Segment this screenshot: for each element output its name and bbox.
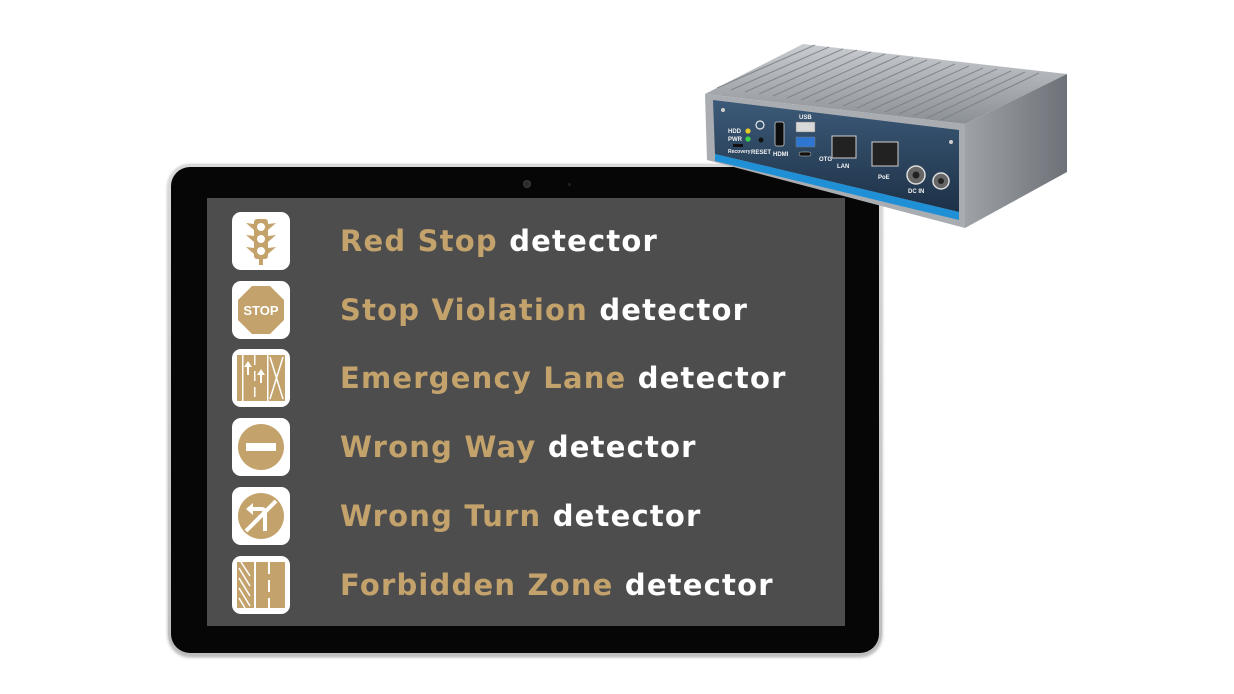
chassis-side <box>965 74 1067 228</box>
accent-strip <box>715 154 959 220</box>
detector-suffix: detector <box>637 361 787 395</box>
recovery-button[interactable] <box>733 144 743 147</box>
detector-suffix: detector <box>599 293 749 327</box>
detector-name: Emergency Lane <box>340 361 627 395</box>
otg-label: OTG <box>819 157 832 163</box>
detector-name: Red Stop <box>340 224 498 258</box>
heatsink-top <box>705 44 1067 124</box>
tablet-device: Red Stop detector STOP Stop Violation de… <box>168 164 882 656</box>
detector-label: Forbidden Zone detector <box>340 565 774 605</box>
detector-item-wrong-way: Wrong Way detector <box>232 418 832 476</box>
stop-sign-icon: STOP <box>232 281 290 339</box>
hdmi-label: HDMI <box>773 152 789 158</box>
detector-label: Stop Violation detector <box>340 290 748 330</box>
pwr-led <box>745 136 751 142</box>
camera-icon <box>523 180 531 188</box>
emergency-lane-icon <box>232 349 290 407</box>
forbidden-zone-icon <box>232 556 290 614</box>
detector-item-wrong-turn: Wrong Turn detector <box>232 487 832 545</box>
tablet-bezel: Red Stop detector STOP Stop Violation de… <box>171 167 879 653</box>
traffic-light-icon <box>232 212 290 270</box>
otg-port[interactable] <box>798 151 812 157</box>
detector-label: Emergency Lane detector <box>340 358 787 398</box>
detector-name: Stop Violation <box>340 293 589 327</box>
detector-suffix: detector <box>552 499 702 533</box>
usb-port-bottom[interactable] <box>795 136 816 148</box>
detector-label: Wrong Turn detector <box>340 496 702 536</box>
poe-label: PoE <box>878 175 890 181</box>
usb-port-top[interactable] <box>795 121 816 133</box>
detector-name: Wrong Turn <box>340 499 542 533</box>
detector-label: Wrong Way detector <box>340 427 697 467</box>
reset-label: RESET <box>751 150 771 156</box>
poe-port[interactable] <box>871 141 899 167</box>
hdd-led <box>745 128 751 134</box>
detector-suffix: detector <box>509 224 659 258</box>
detector-name: Forbidden Zone <box>340 568 614 602</box>
detector-suffix: detector <box>547 430 697 464</box>
reset-button[interactable] <box>758 137 764 143</box>
detector-item-red-stop: Red Stop detector <box>232 212 832 270</box>
light-sensor <box>568 183 571 186</box>
hdmi-port[interactable] <box>774 121 785 147</box>
recovery-label: Recovery <box>728 149 751 155</box>
detector-item-emergency-lane: Emergency Lane detector <box>232 349 832 407</box>
hdd-label: HDD <box>728 129 742 135</box>
no-turn-icon <box>232 487 290 545</box>
mini-pc-device: HDD PWR Recovery RESET HDMI USB OTG LAN … <box>695 38 1080 233</box>
usb-label: USB <box>799 115 812 121</box>
lan-port[interactable] <box>831 135 857 159</box>
lan-label: LAN <box>837 164 849 170</box>
detector-item-stop-violation: STOP Stop Violation detector <box>232 281 832 339</box>
detector-item-forbidden-zone: Forbidden Zone detector <box>232 556 832 614</box>
dc-in-label: DC IN <box>908 189 924 195</box>
power-button[interactable] <box>755 120 765 130</box>
detector-label: Red Stop detector <box>340 221 658 261</box>
pwr-label: PWR <box>728 137 743 143</box>
no-entry-icon <box>232 418 290 476</box>
detector-screen: Red Stop detector STOP Stop Violation de… <box>207 198 845 626</box>
detector-name: Wrong Way <box>340 430 537 464</box>
detector-suffix: detector <box>624 568 774 602</box>
stop-sign-text: STOP <box>243 303 278 318</box>
